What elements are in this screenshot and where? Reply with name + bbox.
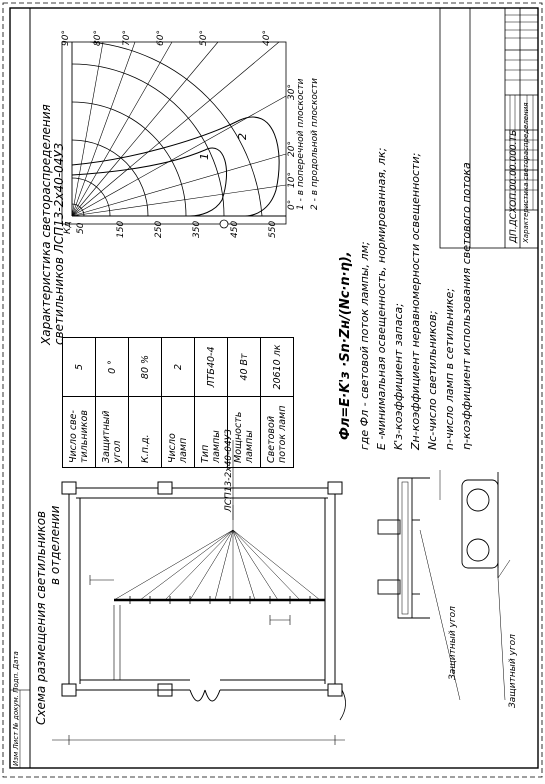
legend-line: E -минимальная освещенность, нормированн…: [375, 147, 388, 450]
protective-angle-label-2: Защитный угол: [508, 634, 518, 708]
angle-label-70: 70°: [122, 30, 132, 46]
param-value: ЛТБ40-4: [194, 337, 228, 397]
scale-label-350: 350: [192, 220, 202, 238]
param-value: 0 °: [95, 337, 129, 397]
title-block: [439, 7, 539, 249]
angle-label-90: 90°: [61, 30, 71, 46]
param-value: 2: [161, 337, 195, 397]
stamp-labels: Изм Лист № докум. Подп. Дата: [12, 651, 20, 766]
fixture-side-view: [377, 470, 461, 701]
param-label: К.п.д.: [128, 396, 162, 468]
angle-label-50: 50°: [199, 30, 209, 46]
scale-label-250: 250: [154, 220, 164, 238]
title-block-caption: Характеристика светораспределения: [522, 102, 530, 243]
curve-2: [71, 116, 280, 217]
scale-label-450: 450: [230, 220, 240, 238]
polar-chart: [61, 41, 287, 229]
fixture-label: ЛСП13-2х40-04У3: [224, 429, 234, 512]
curve-label-1: 1: [198, 153, 211, 160]
legend-line: Zн-коэффициент неравномерности освещенно…: [409, 152, 422, 450]
fixture-cross-section: [461, 472, 511, 701]
scale-label-150: 150: [116, 220, 126, 238]
legend-line: Nc-число светильников;: [426, 310, 439, 450]
param-value: 20610 лк: [260, 337, 294, 397]
angle-label-40: 40°: [262, 30, 272, 46]
param-value: 80 %: [128, 337, 162, 397]
scale-label-550: 550: [268, 220, 278, 238]
scale-label-50: 50: [76, 222, 86, 234]
chart-title-line1: Характеристика светораспределения: [39, 104, 53, 345]
drawing-number: ДП.ДСХОП.00.00.000.ТБ: [509, 129, 519, 243]
curve-1: [71, 147, 228, 217]
chart-title-line2: светильников ЛСП13-2х40-04У3: [52, 142, 66, 345]
curve-legend-2: 2 - в продольной плоскости: [310, 78, 320, 210]
legend-line: K'з-коэффициент запаса;: [392, 303, 405, 450]
param-value: 40 Вт: [227, 337, 261, 397]
floor-plan: [52, 440, 346, 745]
param-row: К.п.д.80 %: [128, 337, 162, 468]
formula: Фл=E·K'з ·Sn·Zн/(Nc·n·η),: [338, 251, 353, 440]
legend-line: n-число ламп в сетильнике;: [443, 288, 456, 450]
curve-label-2: 2: [236, 133, 249, 140]
legend-line: где Фл - световой поток лампы, лм;: [358, 241, 371, 450]
scale-label-unit: Кд: [63, 221, 73, 234]
angle-label-80: 80°: [93, 30, 103, 46]
legend-line: η-коэффициент использования светового по…: [460, 162, 473, 450]
inner-frame: [9, 7, 539, 769]
param-value: 5: [62, 337, 96, 397]
curve-legend-1: 1 - в поперечной плоскости: [296, 78, 306, 210]
angle-label-60: 60°: [156, 30, 166, 46]
param-label: Число све-тильников: [62, 396, 96, 468]
protective-angle-label-1: Защитный угол: [448, 606, 458, 680]
layout-title-line1: Схема размещения светильников: [34, 510, 48, 725]
layout-title-line2: в отделении: [48, 505, 62, 585]
